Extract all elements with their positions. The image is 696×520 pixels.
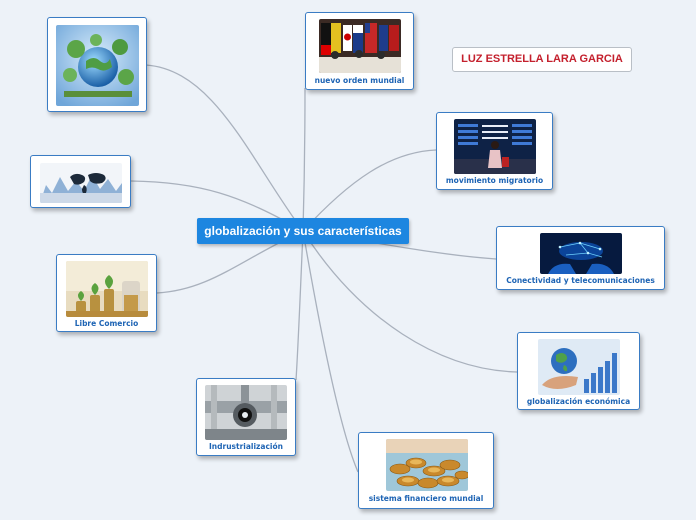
connector-economica: [302, 230, 518, 373]
coins-pile-image: [386, 439, 468, 491]
network-hands-image: [540, 233, 622, 274]
connector-nuevo-orden: [302, 87, 306, 232]
node-globe[interactable]: [47, 17, 147, 112]
node-label: Indrustrialización: [209, 442, 283, 451]
node-label: nuevo orden mundial: [314, 76, 405, 85]
node-nuevo-orden[interactable]: nuevo orden mundial: [305, 12, 414, 90]
node-migratorio[interactable]: movimiento migratorio: [436, 112, 553, 190]
node-economica[interactable]: globalización económica: [517, 332, 640, 410]
flags-meeting-image: [319, 19, 401, 73]
node-label: sistema financiero mundial: [368, 494, 484, 503]
node-financiero[interactable]: sistema financiero mundial: [358, 432, 494, 509]
city-map-image: [40, 163, 122, 203]
connector-globe: [145, 64, 304, 232]
node-label: Libre Comercio: [74, 319, 139, 328]
node-label: movimiento migratorio: [445, 176, 544, 185]
node-industrializacion[interactable]: Indrustrialización: [196, 378, 296, 456]
connector-industrializacion: [295, 230, 304, 381]
node-label: Conectividad y telecomunicaciones: [506, 276, 655, 285]
departures-board-image: [454, 119, 536, 174]
author-label[interactable]: LUZ ESTRELLA LARA GARCIA: [452, 47, 632, 72]
node-libre-comercio[interactable]: Libre Comercio: [56, 254, 157, 332]
coins-plants-image: [66, 261, 148, 317]
central-topic[interactable]: globalización y sus características: [197, 218, 409, 244]
globe-image: [56, 25, 139, 106]
node-conectividad[interactable]: Conectividad y telecomunicaciones: [496, 226, 665, 290]
globe-chart-image: [538, 339, 620, 395]
connector-migratorio: [302, 149, 437, 232]
connector-financiero: [302, 230, 359, 473]
node-city-map[interactable]: [30, 155, 131, 208]
industrial-machine-image: [205, 385, 287, 440]
node-label: globalización económica: [526, 397, 631, 406]
